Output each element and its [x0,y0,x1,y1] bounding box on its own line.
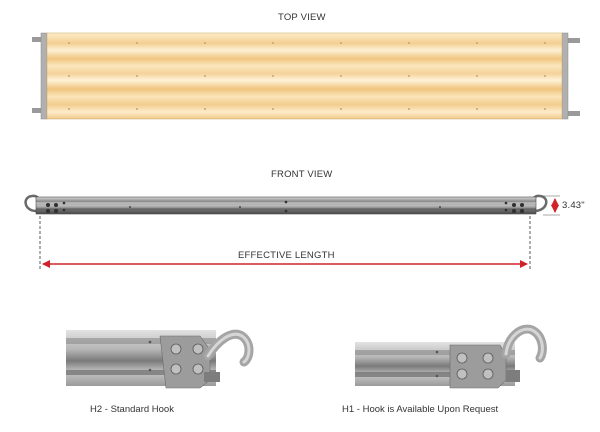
top-view-platform [32,32,580,120]
h1-caption: H1 - Hook is Available Upon Request [342,404,499,415]
h2-bolts [170,343,204,375]
top-hook-left-lower [32,108,44,113]
top-end-frame-left [40,32,48,120]
height-dimension-label: 3.43" [562,200,585,211]
h2-hook-detail [66,329,254,389]
top-hook-left-upper [32,37,44,42]
top-end-frame-right [561,32,569,120]
h2-caption: H2 - Standard Hook [90,404,174,415]
top-hook-right-upper [566,38,580,43]
h2-end-plate [159,335,211,389]
h1-hook-detail [355,324,547,389]
top-deck-surface [46,32,563,120]
h1-bolts [456,352,494,380]
front-bolts [46,200,524,213]
front-rail [35,196,537,215]
top-hook-right-lower [566,111,580,116]
front-view-label: FRONT VIEW [271,169,333,180]
top-view-label: TOP VIEW [278,12,326,23]
top-deck-rivets [68,42,546,110]
h1-end-plate [449,344,507,389]
front-view-platform [24,194,560,270]
effective-length-label: EFFECTIVE LENGTH [238,250,335,261]
